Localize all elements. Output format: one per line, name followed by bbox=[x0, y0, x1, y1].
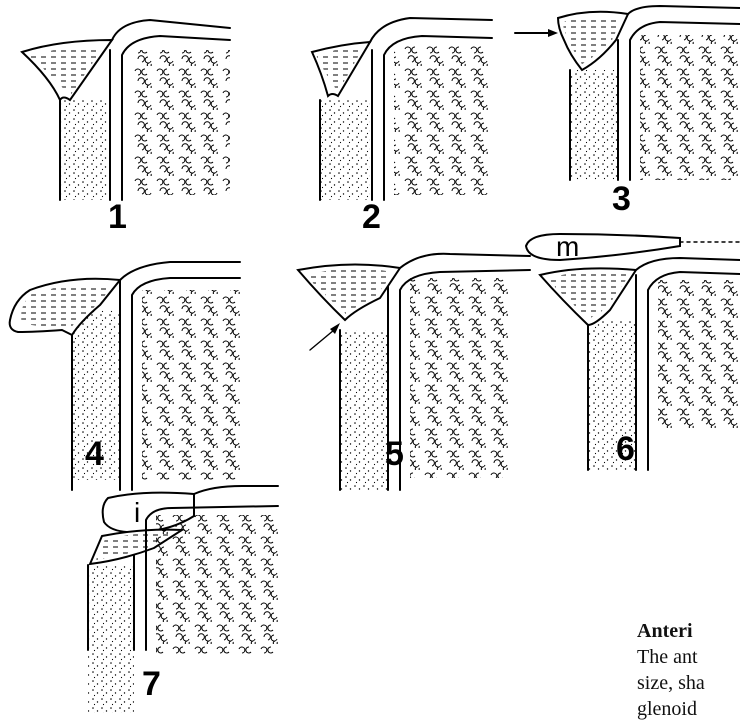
panel-7: i 7 bbox=[88, 486, 278, 713]
panel-3: 3 bbox=[515, 6, 740, 218]
panel-number: 3 bbox=[612, 180, 631, 218]
inferior-label: i bbox=[134, 497, 140, 528]
cancellous-bone bbox=[640, 35, 740, 180]
panel-number: 6 bbox=[616, 430, 635, 468]
cancellous-bone bbox=[156, 515, 278, 655]
bone-stipple bbox=[570, 70, 618, 180]
capsule-line bbox=[194, 486, 278, 494]
cancellous-bone bbox=[410, 278, 510, 478]
cancellous-bone bbox=[142, 290, 240, 480]
panel-number: 4 bbox=[85, 435, 104, 473]
body-text-line-1: The ant bbox=[637, 644, 740, 670]
panel-number: 2 bbox=[362, 198, 381, 236]
body-text-line-2: size, sha bbox=[637, 670, 740, 696]
panel-number: 5 bbox=[385, 435, 404, 473]
capsule-line bbox=[400, 254, 530, 268]
panel-number: 7 bbox=[142, 665, 161, 703]
panel-1: 1 bbox=[22, 20, 230, 236]
capsule-line bbox=[636, 258, 740, 270]
cancellous-bone bbox=[132, 50, 230, 195]
panel-5: 5 bbox=[298, 254, 530, 490]
bone-stipple bbox=[60, 100, 110, 200]
section-heading: Anteri bbox=[637, 618, 740, 644]
capsule-line bbox=[628, 6, 740, 14]
panel-6: m 6 bbox=[526, 231, 740, 470]
cancellous-bone bbox=[394, 45, 492, 195]
arrow-line bbox=[310, 330, 334, 350]
meniscoid-shape bbox=[526, 234, 680, 260]
panel-4: 4 bbox=[10, 262, 240, 490]
meniscoid-label: m bbox=[556, 231, 579, 262]
bone-stipple bbox=[88, 565, 134, 713]
body-text-line-3: glenoid bbox=[637, 696, 740, 722]
bone-stipple bbox=[340, 330, 388, 490]
panel-number: 1 bbox=[108, 198, 127, 236]
bone-stipple bbox=[320, 100, 370, 200]
panel-2: 2 bbox=[312, 18, 492, 236]
arrow-head bbox=[548, 29, 558, 37]
cancellous-bone bbox=[658, 280, 740, 430]
